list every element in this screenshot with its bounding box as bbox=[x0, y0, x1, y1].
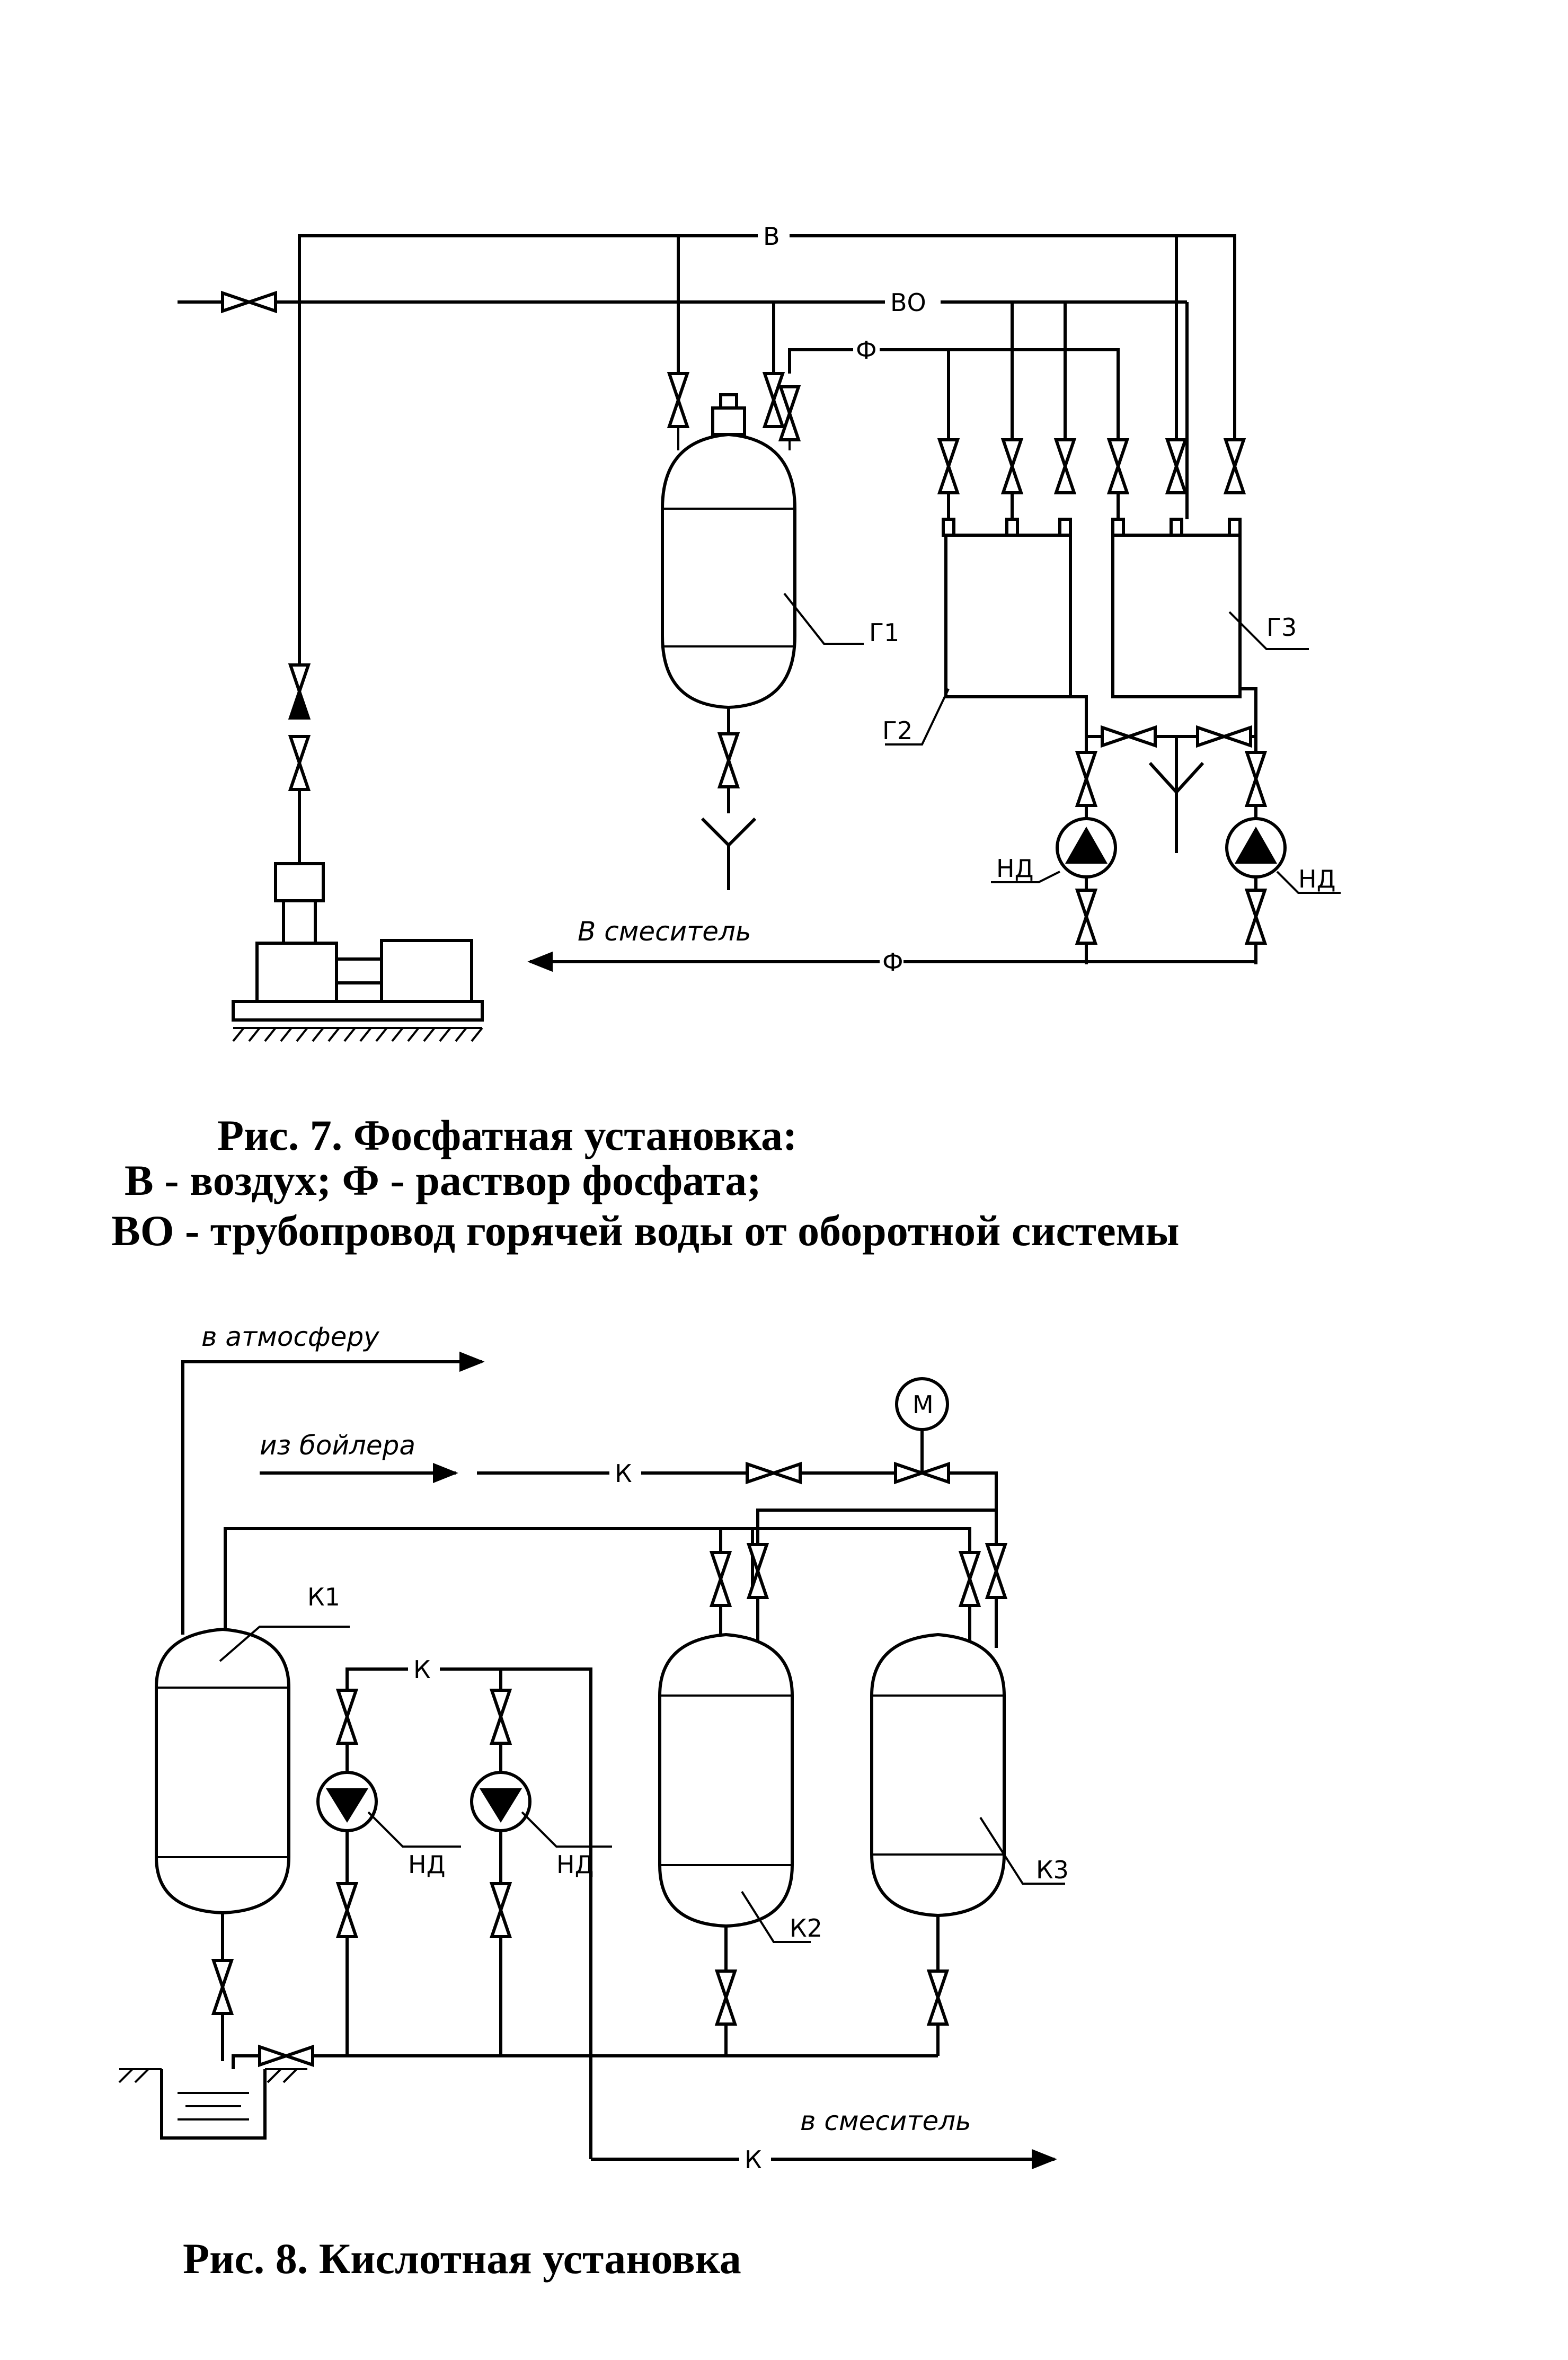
g1-drain bbox=[701, 707, 757, 890]
valve-g2-a[interactable] bbox=[937, 438, 960, 494]
fig8-caption: Рис. 8. Кислотная установка bbox=[183, 2234, 741, 2283]
valve-g3-a[interactable] bbox=[1106, 438, 1130, 494]
phosphate-out-label: Ф bbox=[882, 948, 903, 977]
phosphate-line-label: Ф bbox=[856, 336, 877, 365]
tank-k2 bbox=[658, 1633, 794, 1928]
fig8-acid-unit: в атмосферу из бойлера К М bbox=[118, 1321, 1069, 2174]
fig7-caption-line2: В - воздух; Ф - раствор фосфата; bbox=[125, 1156, 761, 1204]
pump-right-label: НД bbox=[1298, 865, 1336, 893]
tank-k1 bbox=[155, 1627, 290, 1915]
tank-k1-label: К1 bbox=[307, 1583, 340, 1611]
valve-boiler[interactable] bbox=[746, 1461, 802, 1485]
acid-header bbox=[224, 1509, 1008, 1648]
compressor-unit bbox=[232, 862, 484, 1042]
tank-g1-label: Г1 bbox=[869, 618, 899, 647]
tank-k2-label: К2 bbox=[790, 1914, 822, 1942]
fig7-caption-line3: ВО - трубопровод горячей воды от оборотн… bbox=[111, 1206, 1180, 1255]
valve-g3-b[interactable] bbox=[1165, 438, 1188, 494]
acid-feed-line bbox=[477, 1471, 998, 1590]
valve-g1-phosphate[interactable] bbox=[778, 385, 801, 441]
pump-manifold bbox=[1069, 665, 1268, 964]
bottom-return-line bbox=[211, 1913, 950, 2069]
fig7-caption-line1: Рис. 7. Фосфатная установка: bbox=[217, 1111, 797, 1159]
air-line-label: В bbox=[763, 222, 780, 251]
valve-g3-c[interactable] bbox=[1223, 438, 1246, 494]
acid-out-label: К bbox=[745, 2145, 762, 2174]
tank-g2-label: Г2 bbox=[882, 716, 913, 745]
fig7-caption: Рис. 7. Фосфатная установка: В - воздух;… bbox=[111, 1111, 1180, 1255]
tank-g3-label: Г3 bbox=[1266, 613, 1297, 642]
to-mixer-label: В смеситель bbox=[578, 916, 751, 947]
pump-k-right-label: НД bbox=[556, 1850, 594, 1879]
pump-k-left-label: НД bbox=[408, 1850, 446, 1879]
tank-k3 bbox=[870, 1633, 1006, 1918]
pump-nd-right[interactable] bbox=[1225, 817, 1287, 879]
valve-g1-water[interactable] bbox=[762, 372, 785, 428]
acid-top-label: К bbox=[615, 1459, 632, 1488]
pump-left-label: НД bbox=[996, 854, 1034, 883]
phosphate-output-line bbox=[527, 951, 1257, 972]
valve-inlet[interactable] bbox=[221, 290, 277, 314]
fig8-leaders bbox=[219, 1626, 1065, 1943]
tank-g1 bbox=[661, 393, 796, 709]
to-atmosphere-label: в атмосферу bbox=[201, 1321, 380, 1352]
pump-nd-left[interactable] bbox=[1056, 817, 1117, 879]
sump-tank bbox=[118, 2068, 307, 2140]
fig7-phosphate-unit: В ВО Ф Г1 Г2 Г3 НД НД В смеситель Ф bbox=[178, 222, 1341, 1042]
tank-g2 bbox=[942, 518, 1072, 698]
hot-water-line-label: ВО bbox=[890, 288, 926, 317]
acid-mid-label: К bbox=[413, 1655, 431, 1684]
to-mixer-label-fig8: в смеситель bbox=[800, 2106, 971, 2136]
motor-valve[interactable]: М bbox=[894, 1377, 950, 1485]
motor-label: М bbox=[913, 1390, 934, 1419]
vent-line bbox=[181, 1351, 485, 1635]
fig7-leaders bbox=[783, 592, 1341, 894]
from-boiler-label: из бойлера bbox=[260, 1430, 415, 1461]
valve-g2-c[interactable] bbox=[1053, 438, 1077, 494]
pump-nd-k-right[interactable] bbox=[470, 1771, 531, 1832]
pump-nd-k-left[interactable] bbox=[316, 1771, 378, 1832]
pump-distributor bbox=[335, 1667, 592, 2159]
tank-k3-label: К3 bbox=[1036, 1856, 1069, 1884]
tank-g3 bbox=[1111, 518, 1242, 698]
valve-g2-b[interactable] bbox=[1000, 438, 1024, 494]
valve-g1-air[interactable] bbox=[667, 372, 690, 428]
left-riser-valves bbox=[288, 663, 311, 864]
